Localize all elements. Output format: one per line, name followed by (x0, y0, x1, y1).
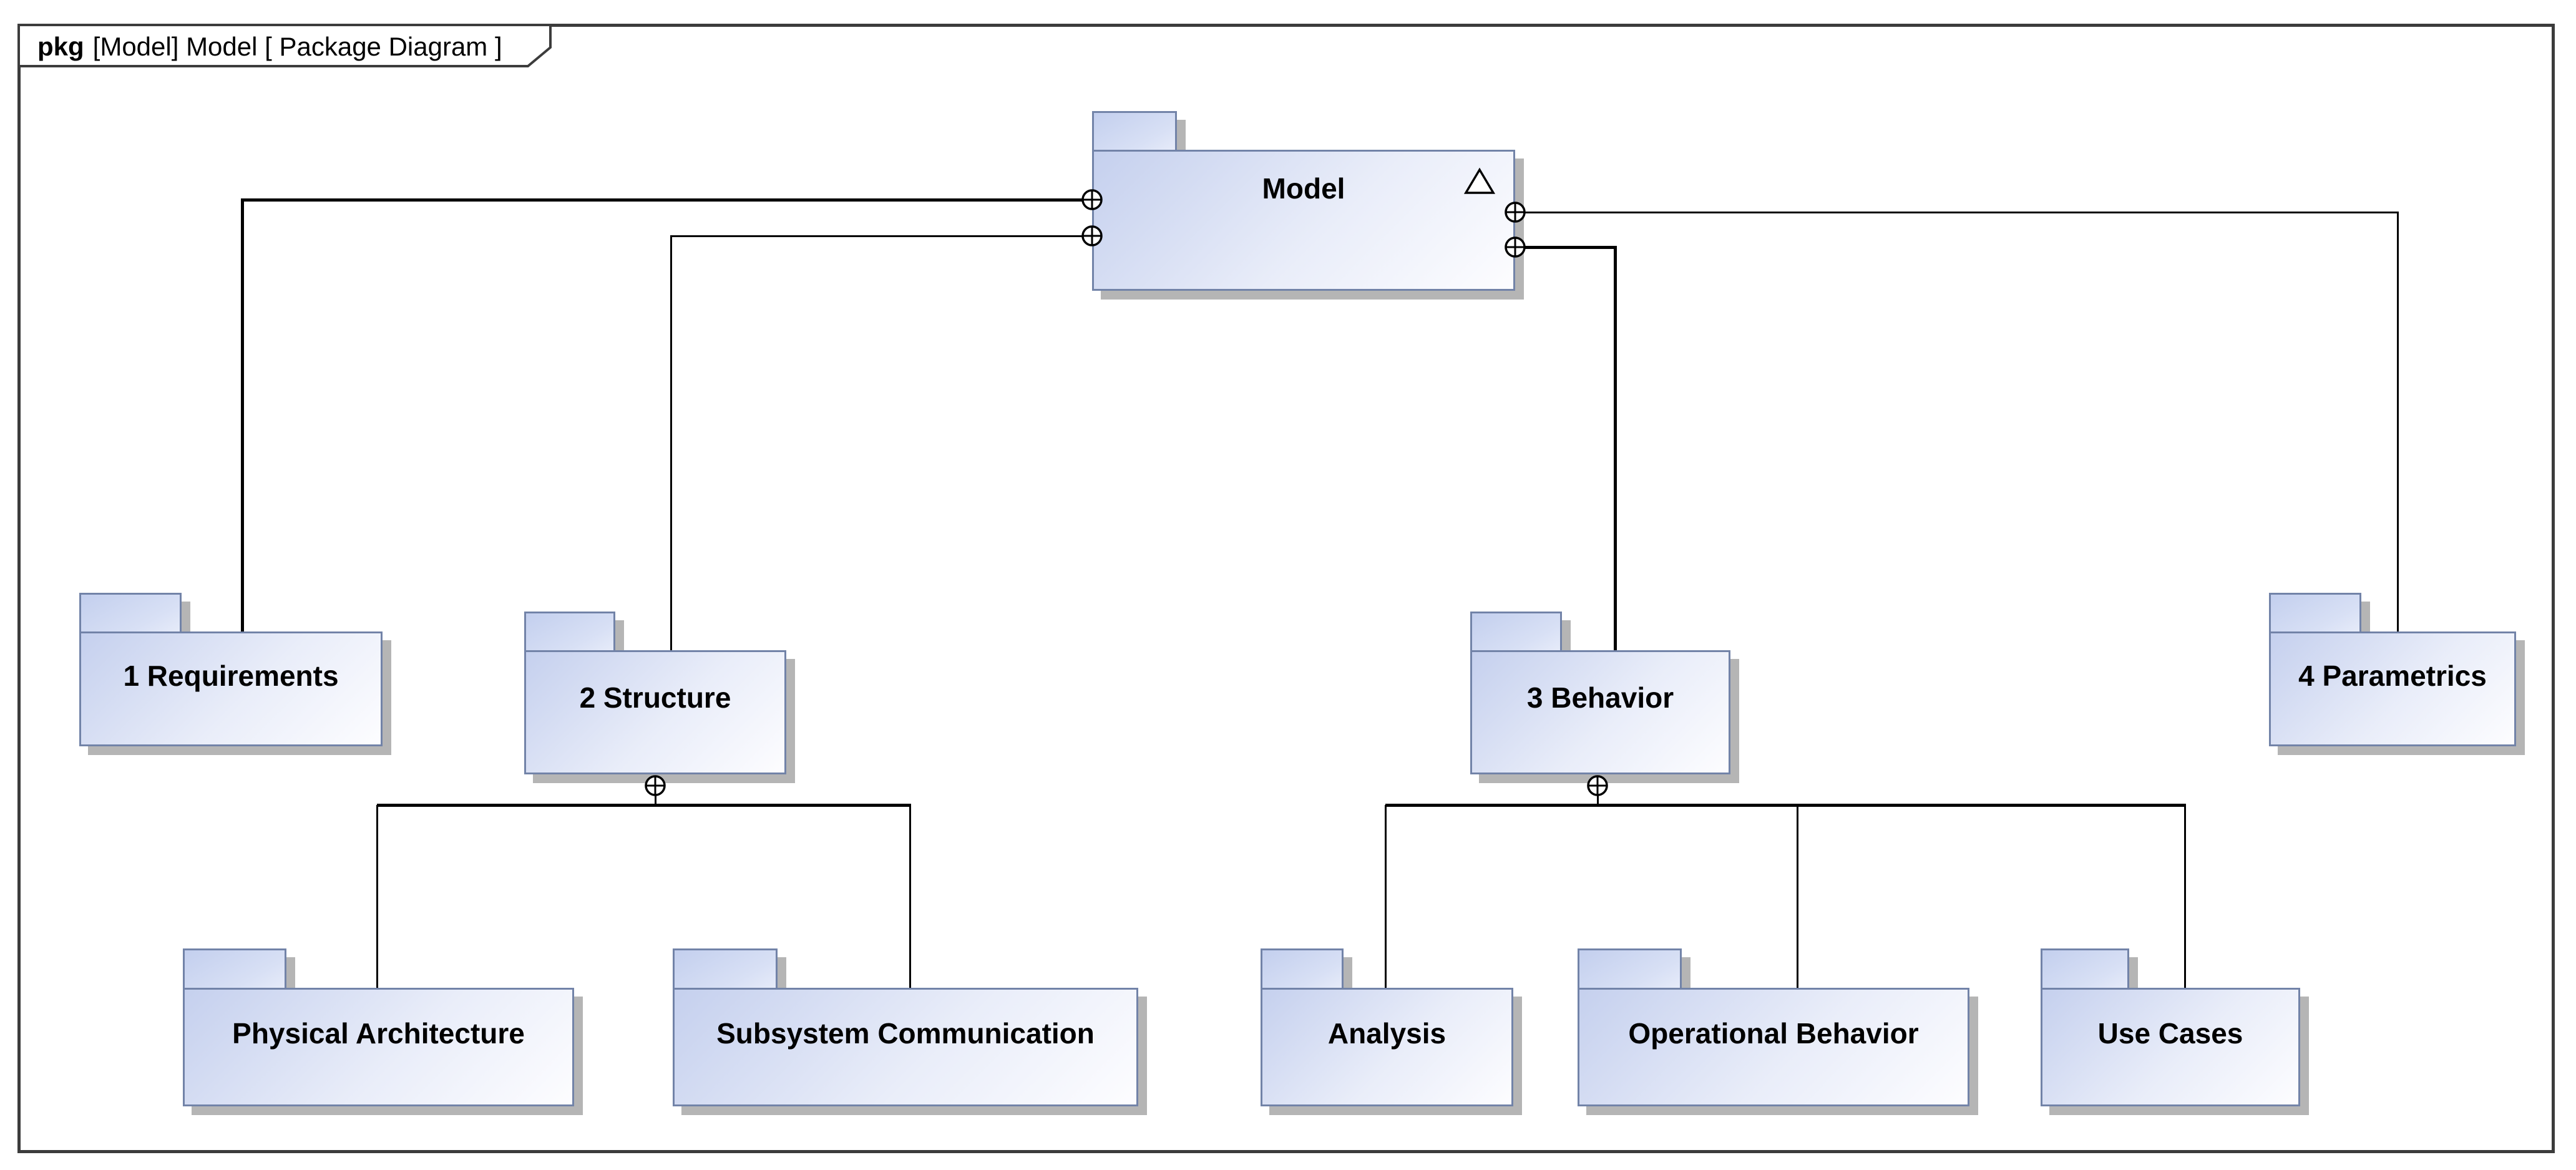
frame-title-label: [Model] Model [ Package Diagram ] (92, 32, 502, 61)
containment-anchor-icon[interactable] (1503, 200, 1527, 224)
package-tab[interactable] (1261, 948, 1344, 990)
package-tab[interactable] (524, 612, 615, 652)
connector-segment[interactable] (1515, 246, 1615, 249)
package-parametrics[interactable]: 4 Parametrics (2269, 593, 2525, 755)
package-physical-architecture[interactable]: Physical Architecture (183, 948, 583, 1115)
connector-segment[interactable] (655, 795, 656, 806)
package-analysis[interactable]: Analysis (1261, 948, 1522, 1115)
package-body[interactable]: Use Cases (2041, 988, 2300, 1106)
package-tab[interactable] (1470, 612, 1562, 652)
package-body[interactable]: 1 Requirements (79, 631, 383, 746)
package-label: Operational Behavior (1628, 1016, 1919, 1050)
frame-title: pkg [Model] Model [ Package Diagram ] (37, 27, 537, 66)
connector-segment[interactable] (242, 198, 1092, 202)
connector-segment[interactable] (1515, 212, 2398, 213)
package-label: Analysis (1327, 1016, 1447, 1050)
package-subsystem-communication[interactable]: Subsystem Communication (673, 948, 1147, 1115)
connector-segment[interactable] (1385, 804, 2186, 807)
containment-anchor-icon[interactable] (1503, 235, 1527, 259)
containment-anchor-icon[interactable] (1080, 224, 1104, 248)
package-tab[interactable] (79, 593, 182, 633)
package-use-cases[interactable]: Use Cases (2041, 948, 2309, 1115)
package-tab[interactable] (2041, 948, 2129, 990)
package-body[interactable]: 2 Structure (524, 650, 786, 774)
package-tab[interactable] (673, 948, 778, 990)
containment-anchor-icon[interactable] (643, 774, 667, 797)
package-body[interactable]: Physical Architecture (183, 988, 574, 1106)
package-label: Model (1262, 172, 1345, 205)
package-body[interactable]: 3 Behavior (1470, 650, 1730, 774)
package-body[interactable]: Model (1092, 150, 1515, 291)
package-label: 1 Requirements (123, 659, 339, 692)
connector-segment[interactable] (1385, 805, 1387, 988)
frame-keyword-label: pkg (37, 32, 84, 61)
package-requirements[interactable]: 1 Requirements (79, 593, 391, 755)
package-label: Use Cases (2097, 1016, 2243, 1050)
containment-anchor-icon[interactable] (1080, 188, 1104, 212)
package-label: 3 Behavior (1526, 681, 1674, 714)
connector-segment[interactable] (670, 235, 672, 650)
connector-segment[interactable] (377, 804, 911, 807)
connector-segment[interactable] (241, 198, 244, 631)
package-behavior[interactable]: 3 Behavior (1470, 612, 1739, 783)
connector-segment[interactable] (1614, 246, 1617, 650)
package-tab[interactable] (1578, 948, 1682, 990)
package-tab[interactable] (2269, 593, 2361, 633)
package-tab[interactable] (1092, 111, 1177, 152)
connector-segment[interactable] (2397, 212, 2399, 631)
diagram-frame-header (17, 24, 552, 67)
package-operational-behavior[interactable]: Operational Behavior (1578, 948, 1978, 1115)
package-body[interactable]: Subsystem Communication (673, 988, 1138, 1106)
connector-segment[interactable] (909, 805, 911, 988)
connector-segment[interactable] (2184, 805, 2186, 988)
containment-anchor-icon[interactable] (1586, 774, 1609, 797)
package-label: 4 Parametrics (2298, 659, 2487, 692)
package-label: Subsystem Communication (716, 1016, 1095, 1050)
package-structure[interactable]: 2 Structure (524, 612, 795, 783)
connector-segment[interactable] (671, 235, 1092, 237)
connector-segment[interactable] (1797, 805, 1798, 988)
triangle-icon[interactable] (1463, 167, 1496, 197)
package-label: 2 Structure (579, 681, 731, 714)
package-body[interactable]: 4 Parametrics (2269, 631, 2516, 746)
package-body[interactable]: Operational Behavior (1578, 988, 1969, 1106)
package-model[interactable]: Model (1092, 111, 1524, 300)
package-body[interactable]: Analysis (1261, 988, 1513, 1106)
connector-segment[interactable] (376, 805, 378, 988)
package-tab[interactable] (183, 948, 286, 990)
connector-segment[interactable] (1597, 795, 1599, 806)
diagram-frame (17, 24, 2555, 1153)
package-label: Physical Architecture (232, 1016, 525, 1050)
